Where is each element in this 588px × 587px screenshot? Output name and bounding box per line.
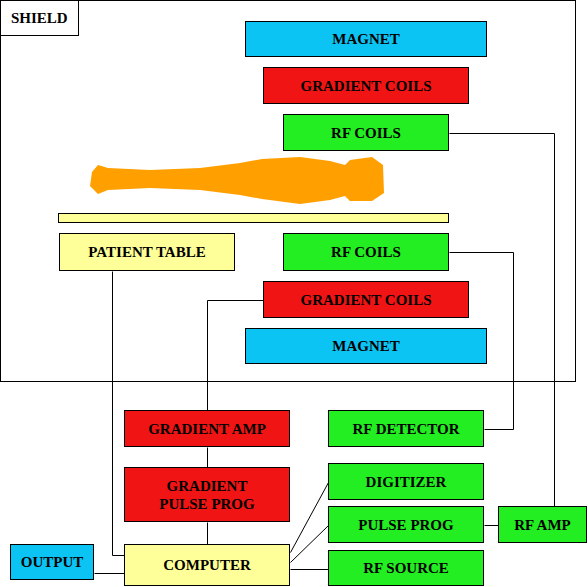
connector-line	[207, 448, 208, 468]
box-label: DIGITIZER	[366, 473, 447, 491]
box-label: RF AMP	[514, 516, 571, 534]
digitizer-box: DIGITIZER	[328, 463, 484, 500]
gradient-coil-box: GRADIENT COILS	[263, 67, 469, 104]
connector-line	[207, 523, 208, 545]
box-label: MAGNET	[332, 337, 400, 355]
magnet-box: MAGNET	[245, 328, 487, 364]
connector-line	[291, 526, 329, 563]
box-label: GRADIENT COILS	[300, 291, 431, 309]
rf-source-box: RF SOURCE	[328, 550, 484, 586]
box-label: RF COILS	[331, 243, 401, 261]
patient-table-box: PATIENT TABLE	[59, 233, 235, 271]
box-label: COMPUTER	[163, 556, 251, 574]
connector-line	[485, 525, 499, 526]
region-label: SHIELD	[0, 0, 79, 36]
rf-coil-box: RF COILS	[283, 114, 449, 151]
shield-region: SHIELD MAGNET GRADIENT COILS RF COILS PATIEN…	[0, 0, 576, 382]
rf-amp-box: RF AMP	[498, 506, 587, 543]
gradient-coil-box: GRADIENT COILS	[263, 281, 469, 318]
rf-coil-box: RF COILS	[283, 233, 449, 271]
box-label: RF COILS	[331, 124, 401, 142]
magnet-box: MAGNET	[245, 21, 487, 57]
connector-line	[113, 272, 125, 556]
output-box: OUTPUT	[10, 544, 94, 580]
box-label: RF SOURCE	[363, 559, 449, 577]
connector-line	[291, 569, 329, 570]
box-label: MAGNET	[332, 30, 400, 48]
rf-detector-box: RF DETECTOR	[328, 410, 484, 447]
gradient-pulse-prog-box: GRADIENT PULSE PROG	[124, 467, 290, 522]
box-label: GRADIENT AMP	[148, 420, 266, 438]
pulse-prog-box: PULSE PROG	[328, 506, 484, 543]
box-label: RF DETECTOR	[352, 420, 459, 438]
box-label: GRADIENT PULSE PROG	[150, 477, 265, 513]
patient-table-top	[59, 214, 449, 223]
connector-line	[450, 134, 555, 507]
gradient-amp-box: GRADIENT AMP	[124, 410, 290, 447]
patient-body	[90, 157, 384, 204]
connector-line	[95, 573, 125, 574]
box-label: OUTPUT	[21, 553, 84, 571]
box-label: GRADIENT COILS	[300, 77, 431, 95]
box-label: PATIENT TABLE	[88, 243, 205, 261]
connector-line	[291, 483, 329, 553]
box-label: PULSE PROG	[358, 516, 453, 534]
computer-box: COMPUTER	[124, 544, 290, 586]
